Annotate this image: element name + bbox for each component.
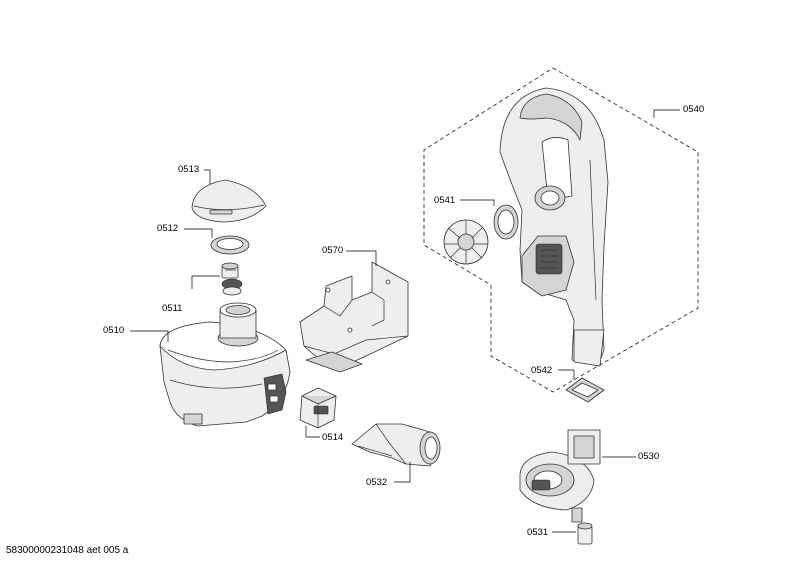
assembly-group-boundary xyxy=(423,67,699,393)
part-0570-bracket xyxy=(299,261,409,373)
part-0530-motor xyxy=(519,429,601,523)
label-0514: 0514 xyxy=(322,432,344,443)
part-0542-seal xyxy=(565,377,605,403)
label-0570: 0570 xyxy=(322,245,344,256)
label-0510: 0510 xyxy=(103,325,125,336)
label-0512: 0512 xyxy=(157,223,179,234)
label-0511: 0511 xyxy=(162,303,183,314)
leader-0513 xyxy=(204,169,211,184)
label-0530: 0530 xyxy=(638,451,660,462)
drawing-number: 58300000231048 aet 005 a xyxy=(6,545,129,556)
part-0532-duct xyxy=(351,423,441,467)
part-0531-bushing xyxy=(577,522,593,545)
part-0540-housing xyxy=(499,87,609,367)
leader-lines xyxy=(130,109,680,533)
leader-0541 xyxy=(460,199,495,206)
part-0511-valve xyxy=(221,262,243,296)
leader-0542 xyxy=(558,369,575,380)
leader-0540 xyxy=(653,109,680,118)
label-0541: 0541 xyxy=(434,195,456,206)
leader-0511 xyxy=(191,275,220,289)
leader-0512 xyxy=(184,228,213,238)
label-0532: 0532 xyxy=(366,477,388,488)
label-0542: 0542 xyxy=(531,365,553,376)
part-0513-cap xyxy=(191,179,267,223)
label-0540: 0540 xyxy=(683,104,705,115)
label-0531: 0531 xyxy=(527,527,549,538)
leader-0510 xyxy=(130,330,169,342)
leader-0532 xyxy=(394,462,411,483)
label-0513: 0513 xyxy=(178,164,200,175)
part-0541-impeller xyxy=(443,204,519,265)
part-0512-ring xyxy=(210,235,250,255)
leader-0570 xyxy=(346,250,377,266)
part-0514-clip xyxy=(299,387,337,429)
part-0510-sump xyxy=(159,302,291,427)
leader-0514 xyxy=(305,426,320,438)
